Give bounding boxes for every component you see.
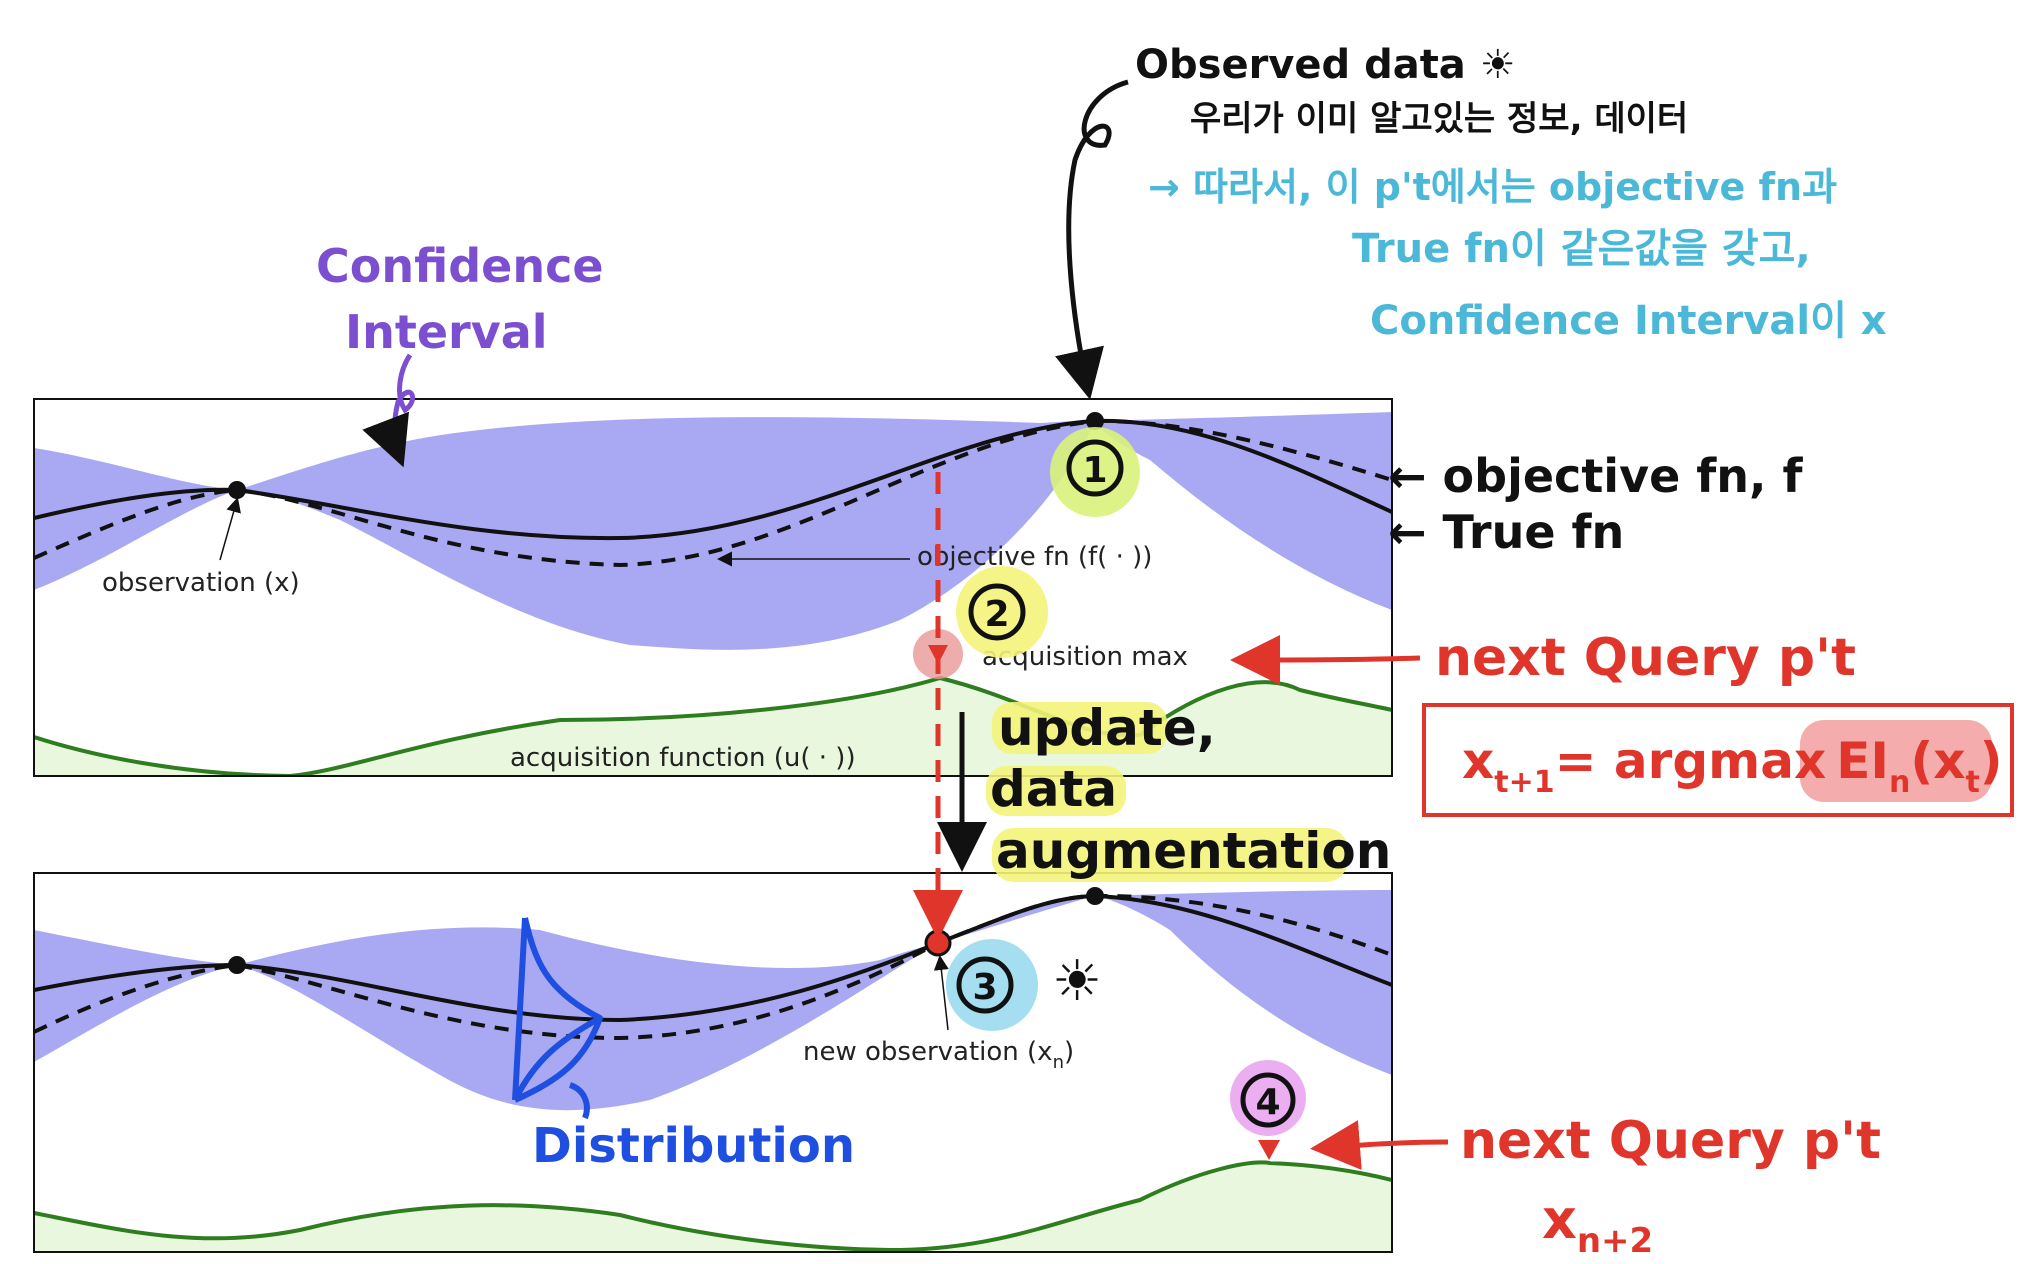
observation-label: observation (x) <box>102 568 300 598</box>
next-query-arrow-2 <box>1310 1120 1449 1170</box>
observed-data-title: Observed data ☀ <box>1135 42 1516 88</box>
step-1-badge <box>1066 439 1124 497</box>
step-4-badge <box>1240 1072 1296 1128</box>
observation-point-1 <box>228 481 246 499</box>
x-n-plus-2-note: xn+2 <box>1542 1188 1653 1261</box>
cyan-note-line2: True fn이 같은값을 갖고, <box>1352 226 1811 272</box>
objective-fn-note: ← objective fn, f <box>1388 449 1804 503</box>
next-query-note-2: next Query p't <box>1460 1111 1881 1171</box>
objective-label: objective fn (f( · )) <box>917 542 1152 572</box>
acquisition-function-area <box>34 1162 1392 1252</box>
bottom-panel: new observation (xn) <box>33 872 1393 1253</box>
step-3-badge <box>956 956 1014 1014</box>
step-2-highlight <box>956 566 1048 658</box>
observation-point-2 <box>1086 412 1104 430</box>
step-4-number: 4 <box>1255 1082 1280 1123</box>
objective-function-curve <box>34 418 1392 568</box>
true-function-curve <box>34 418 1392 541</box>
step-2-number: 2 <box>984 594 1009 635</box>
cyan-note-line3: Confidence Interval이 x <box>1370 298 1887 344</box>
update-note-1: update, <box>998 699 1216 757</box>
star-mark: ☀ <box>1052 949 1102 1014</box>
new-observation-label: new observation (xn) <box>803 1037 1074 1073</box>
true-fn-note: ← True fn <box>1388 505 1624 559</box>
next-query-arrow-1 <box>1230 634 1421 685</box>
distribution-sketch <box>512 917 603 1120</box>
formula-box <box>1422 703 2014 817</box>
confidence-interval-band <box>34 890 1392 1111</box>
top-panel-frame <box>33 398 1393 777</box>
observation-point-1 <box>228 956 246 974</box>
confidence-interval-arrow <box>362 353 416 468</box>
update-highlight-1 <box>992 702 1167 754</box>
confidence-interval-note-1: Confidence <box>316 239 604 293</box>
update-note-3: augmentation <box>996 822 1391 880</box>
next-query-marker <box>1258 1140 1280 1160</box>
new-observation-point <box>924 929 952 957</box>
distribution-note: Distribution <box>532 1118 855 1174</box>
formula-highlight <box>1800 720 1992 802</box>
step-3-number: 3 <box>972 967 997 1008</box>
confidence-interval-note-2: Interval <box>345 305 548 359</box>
new-observation-pointer <box>933 955 949 1031</box>
confidence-interval-band <box>34 412 1392 650</box>
observed-data-arrow <box>1055 79 1129 400</box>
observation-point-2 <box>1086 887 1104 905</box>
update-highlight-2 <box>986 766 1126 816</box>
acquisition-function-label: acquisition function (u( · )) <box>510 743 856 773</box>
update-note-2: data <box>990 760 1117 818</box>
step-1-number: 1 <box>1082 450 1107 491</box>
bottom-panel-frame <box>33 872 1393 1253</box>
update-highlight-3 <box>992 828 1348 882</box>
cyan-note-line1: → 따라서, 이 p't에서는 objective fn과 <box>1148 165 1837 209</box>
acquisition-function-curve <box>34 1160 1392 1252</box>
observed-data-desc: 우리가 이미 알고있는 정보, 데이터 <box>1190 99 1688 139</box>
next-query-note-1: next Query p't <box>1435 628 1856 688</box>
step-1-highlight <box>1050 427 1140 517</box>
observation-pointer <box>219 497 241 561</box>
step-2-badge <box>968 583 1026 641</box>
objective-function-curve <box>34 893 1392 1041</box>
